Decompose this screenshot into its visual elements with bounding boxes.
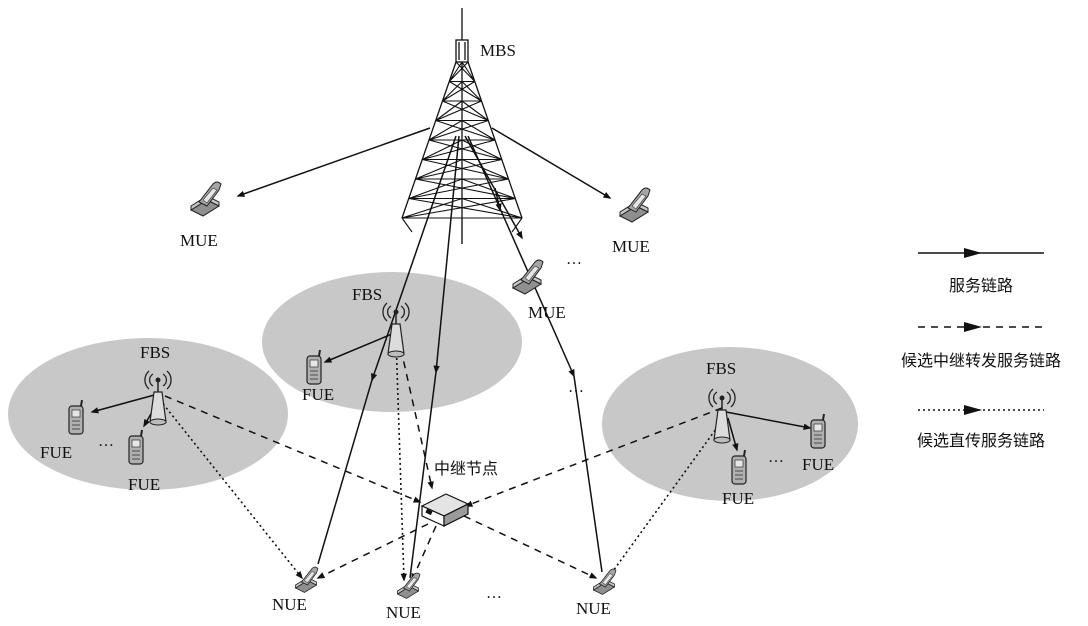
legend-dashed-arrow bbox=[964, 322, 982, 332]
nue-center-label: NUE bbox=[386, 603, 421, 622]
legend: 服务链路 候选中继转发服务链路 候选直传服务链路 bbox=[901, 248, 1061, 450]
legend-item-direct: 候选直传服务链路 bbox=[917, 431, 1045, 450]
mue-phone-center-icon bbox=[512, 259, 544, 295]
fbs-center-label: FBS bbox=[352, 285, 382, 304]
fue-left-a-label: FUE bbox=[40, 443, 72, 462]
mue-left-label: MUE bbox=[180, 231, 218, 250]
tower-icon bbox=[401, 8, 523, 244]
legend-solid-arrow bbox=[964, 248, 982, 258]
service-links bbox=[90, 127, 812, 579]
direct-links bbox=[159, 337, 725, 582]
fue-left-b-label: FUE bbox=[128, 475, 160, 494]
ellipsis-right-cell: … bbox=[768, 449, 784, 466]
mue-center-label: MUE bbox=[528, 303, 566, 322]
mbs-label: MBS bbox=[480, 41, 516, 60]
relay-links bbox=[164, 335, 723, 582]
legend-item-relay: 候选中继转发服务链路 bbox=[901, 351, 1061, 370]
ellipsis-top-right: … bbox=[566, 251, 582, 268]
legend-item-service: 服务链路 bbox=[949, 276, 1013, 295]
ellipsis-left-cell: … bbox=[98, 433, 114, 450]
nue-phone-left-icon bbox=[295, 566, 319, 593]
fbs-right-label: FBS bbox=[706, 359, 736, 378]
fue-center-label: FUE bbox=[302, 385, 334, 404]
legend-dotted-arrow bbox=[964, 405, 982, 415]
relay-node-label: 中继节点 bbox=[434, 459, 498, 478]
mue-phone-left-icon bbox=[190, 181, 222, 217]
mue-phone-right-icon bbox=[619, 187, 651, 223]
nue-phone-center-icon bbox=[397, 572, 421, 599]
mue-right-label: MUE bbox=[612, 237, 650, 256]
fue-right-a-label: FUE bbox=[802, 455, 834, 474]
ellipsis-middle: … bbox=[568, 379, 584, 396]
fbs-left-label: FBS bbox=[140, 343, 170, 362]
ellipsis-bottom: … bbox=[486, 585, 502, 602]
nue-right-label: NUE bbox=[576, 599, 611, 618]
relay-node-icon bbox=[420, 493, 470, 527]
nue-left-label: NUE bbox=[272, 595, 307, 614]
femto-cell-left bbox=[8, 338, 288, 490]
fue-right-b-label: FUE bbox=[722, 489, 754, 508]
nue-phone-right-icon bbox=[593, 568, 617, 595]
